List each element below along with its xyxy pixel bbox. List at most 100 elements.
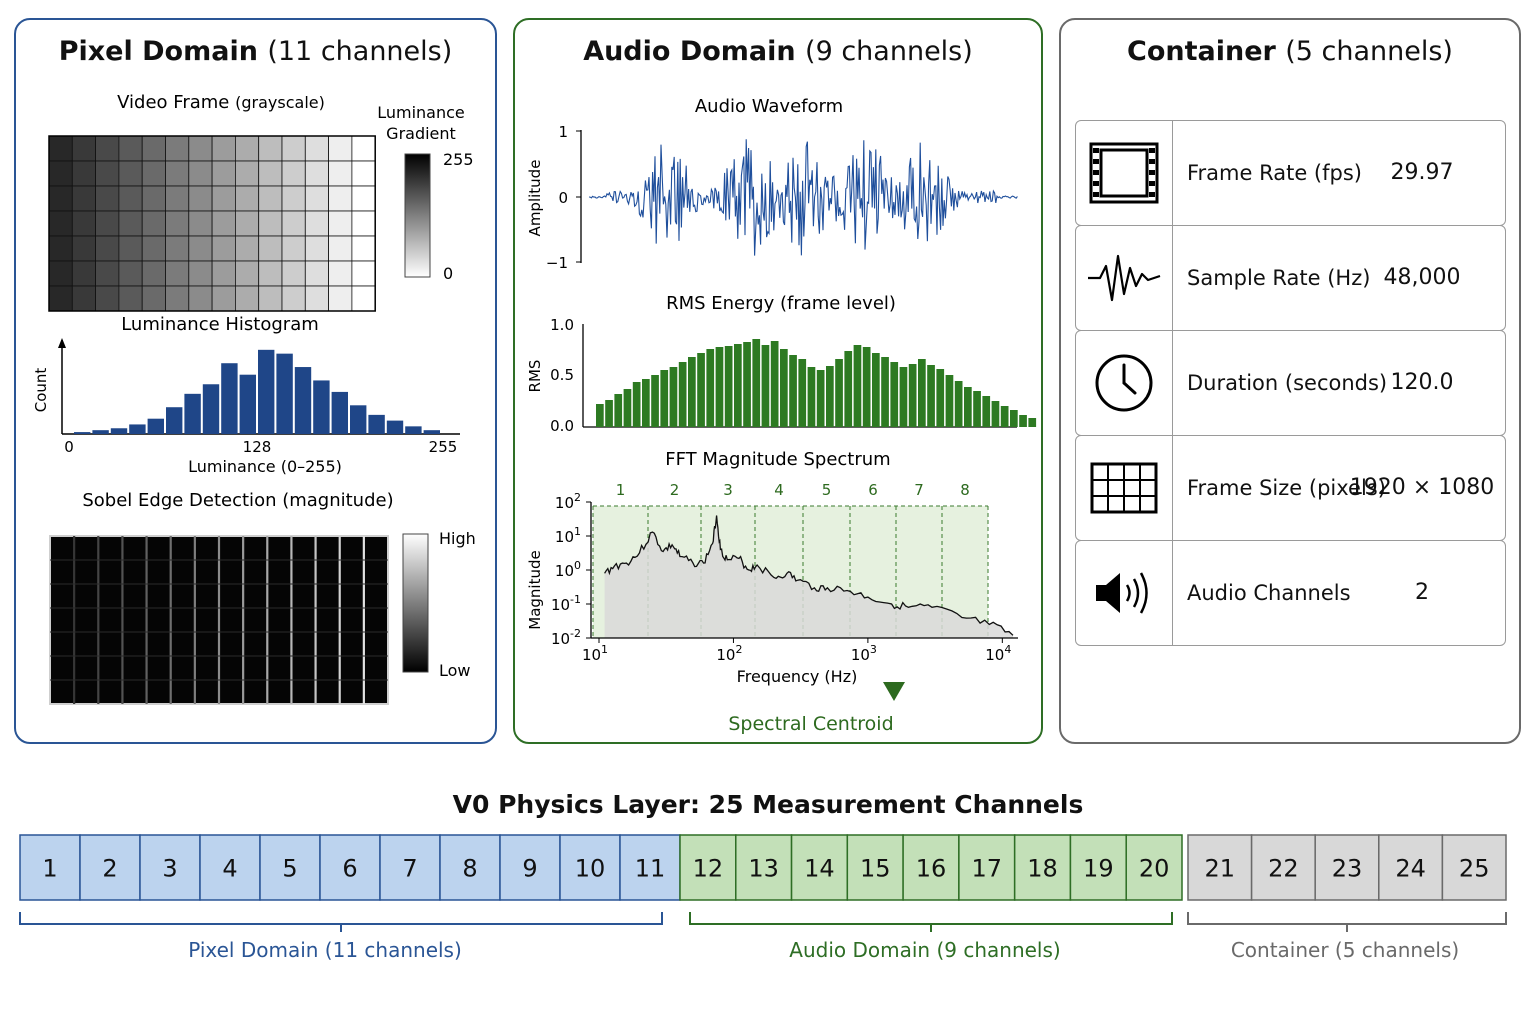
physics-layer-title: V0 Physics Layer: 25 Measurement Channel… bbox=[452, 790, 1084, 819]
rms-bar bbox=[614, 394, 623, 427]
channel-cell bbox=[790, 834, 849, 901]
histogram-bar bbox=[350, 405, 367, 434]
histogram-bar bbox=[331, 391, 348, 434]
video-pixel-cell bbox=[281, 285, 306, 312]
video-pixel-cell bbox=[258, 135, 283, 162]
clock-icon bbox=[1095, 354, 1153, 412]
video-pixel-cell bbox=[304, 185, 329, 212]
channel-cell bbox=[319, 834, 381, 901]
container-panel-title: Container (5 channels) bbox=[1127, 36, 1453, 67]
histogram-bar bbox=[405, 426, 422, 434]
rms-bar bbox=[881, 357, 889, 427]
fft-y-tick-label: 10-2 bbox=[551, 627, 581, 648]
rms-bar bbox=[761, 345, 770, 427]
video-pixel-cell bbox=[141, 185, 166, 212]
video-pixel-cell bbox=[165, 210, 190, 237]
video-pixel-cell bbox=[234, 235, 260, 262]
channel-cell bbox=[958, 834, 1016, 901]
container-metadata-table: Frame Rate (fps) 29.97 Sample Rate (Hz) … bbox=[1075, 120, 1506, 652]
rms-bar bbox=[660, 370, 669, 427]
histogram-bar bbox=[221, 363, 238, 434]
video-pixel-cell bbox=[141, 135, 166, 162]
channel-number: 18 bbox=[1027, 855, 1058, 883]
channel-cell bbox=[1069, 834, 1127, 901]
video-pixel-cell bbox=[304, 160, 329, 187]
fft-y-tick-exp: -2 bbox=[570, 627, 581, 640]
histogram-tick: 128 bbox=[243, 438, 272, 456]
histogram-bar bbox=[239, 374, 256, 434]
histogram-tick: 255 bbox=[429, 438, 458, 456]
video-pixel-cell bbox=[48, 160, 73, 187]
rms-bar bbox=[715, 347, 724, 427]
grid-icon bbox=[1090, 462, 1158, 514]
audio-group-label: Audio Domain (9 channels) bbox=[789, 938, 1061, 962]
sobel-high-label: High bbox=[439, 529, 476, 548]
fft-x-tick-label: 103 bbox=[851, 643, 877, 664]
channel-cell bbox=[259, 834, 321, 901]
channel-number: 11 bbox=[635, 855, 666, 883]
rms-bar bbox=[826, 366, 834, 427]
fft-xlabel: Frequency (Hz) bbox=[737, 667, 858, 686]
video-pixel-cell bbox=[141, 160, 166, 187]
rms-bar bbox=[964, 387, 972, 427]
histogram-bar bbox=[294, 367, 312, 434]
waveform-line bbox=[588, 139, 1018, 256]
rms-bar bbox=[780, 349, 788, 427]
pixel-panel-graphics: Video Frame (grayscale) Luminance Gradie… bbox=[32, 92, 476, 705]
channel-cell bbox=[1125, 834, 1183, 901]
rms-bar bbox=[706, 349, 715, 427]
video-pixel-cell bbox=[48, 210, 73, 237]
video-pixel-cell bbox=[118, 160, 143, 187]
video-pixel-cell bbox=[328, 185, 353, 212]
channel-number: 10 bbox=[575, 855, 606, 883]
gradient-title: Luminance bbox=[377, 103, 465, 122]
container-group-label: Container (5 channels) bbox=[1230, 938, 1460, 962]
video-pixel-cell bbox=[71, 160, 96, 187]
channel-cell bbox=[139, 834, 201, 901]
rms-bar bbox=[991, 401, 1000, 427]
histogram-bar bbox=[74, 432, 91, 434]
video-pixel-cell bbox=[351, 235, 376, 262]
video-pixel-cell bbox=[48, 135, 73, 162]
video-pixel-cell bbox=[118, 260, 143, 287]
video-pixel-cell bbox=[211, 210, 236, 237]
fft-band-label: 3 bbox=[723, 481, 733, 499]
channel-cell bbox=[79, 834, 141, 901]
channel-number: 3 bbox=[162, 855, 177, 883]
audio-panel-title: Audio Domain (9 channels) bbox=[583, 36, 973, 67]
channel-cell bbox=[619, 834, 681, 901]
rms-bar bbox=[651, 375, 659, 427]
waveform-tick: 1 bbox=[558, 123, 568, 141]
video-pixel-cell bbox=[351, 135, 376, 162]
duration-row: Duration (seconds) 120.0 bbox=[1075, 330, 1506, 436]
rms-bar bbox=[835, 359, 843, 427]
video-pixel-cell bbox=[351, 160, 376, 187]
channel-cell bbox=[499, 834, 561, 901]
video-pixel-cell bbox=[328, 235, 353, 262]
rms-bar bbox=[642, 379, 650, 427]
sample-rate-row: Sample Rate (Hz) 48,000 bbox=[1075, 225, 1506, 331]
video-pixel-cell bbox=[328, 285, 353, 312]
waveform-ylabel: Amplitude bbox=[526, 160, 544, 237]
fft-x-tick-exp: 4 bbox=[1004, 643, 1011, 656]
video-pixel-cell bbox=[141, 260, 166, 287]
fft-x-tick-label: 102 bbox=[716, 643, 742, 664]
channel-cell bbox=[735, 834, 793, 901]
rms-bar bbox=[789, 355, 797, 427]
fft-y-tick-label: 100 bbox=[555, 559, 581, 580]
rms-bar bbox=[954, 381, 963, 427]
channel-cell bbox=[679, 834, 737, 901]
channel-number: 22 bbox=[1268, 855, 1299, 883]
video-pixel-cell bbox=[118, 235, 143, 262]
histogram-bar bbox=[258, 349, 275, 434]
fft-band-label: 7 bbox=[914, 481, 924, 499]
audio-panel-graphics: Audio Waveform Amplitude 1 0 −1 RMS Ener… bbox=[526, 96, 1037, 735]
rms-tick: 0.0 bbox=[550, 417, 574, 435]
gradient-max-label: 255 bbox=[443, 150, 474, 169]
video-pixel-cell bbox=[351, 285, 376, 312]
histogram-bar bbox=[313, 380, 330, 434]
rms-bar bbox=[890, 362, 899, 427]
rms-bar bbox=[632, 382, 641, 427]
video-pixel-cell bbox=[71, 235, 96, 262]
video-pixel-cell bbox=[281, 185, 306, 212]
